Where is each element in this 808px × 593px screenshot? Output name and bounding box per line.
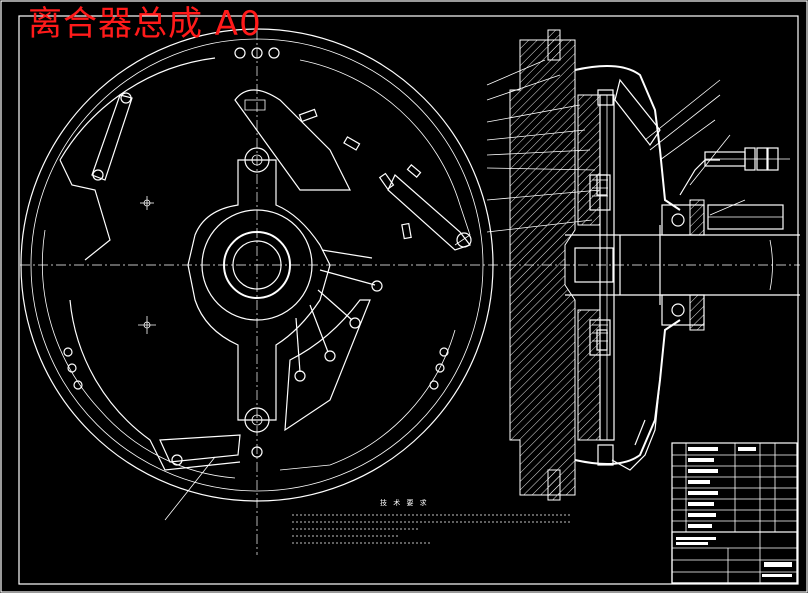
release-lever-right xyxy=(387,174,471,251)
cover-outline xyxy=(59,57,241,471)
rim-bolt-holes xyxy=(63,47,449,466)
outer-rim-circle xyxy=(20,28,494,502)
callout-leaders xyxy=(486,59,746,233)
mounting-crosses xyxy=(138,196,156,334)
hub-outer-circle xyxy=(201,209,313,321)
spring-pins xyxy=(294,249,383,382)
hub-spider xyxy=(187,159,331,421)
pressure-plate-section xyxy=(577,94,601,226)
damper-slots xyxy=(298,108,422,240)
title-block xyxy=(671,442,798,584)
technical-notes: 技 术 要 求 xyxy=(292,498,570,544)
flywheel-section xyxy=(509,39,576,496)
release-lever-left xyxy=(91,94,133,181)
release-fork-bolt xyxy=(679,147,790,196)
hub-bore xyxy=(223,231,291,299)
drawing-title: 离合器总成 A0 xyxy=(28,4,262,44)
notes-heading: 技 术 要 求 xyxy=(380,498,429,507)
front-view xyxy=(20,28,800,555)
section-view xyxy=(486,29,800,501)
